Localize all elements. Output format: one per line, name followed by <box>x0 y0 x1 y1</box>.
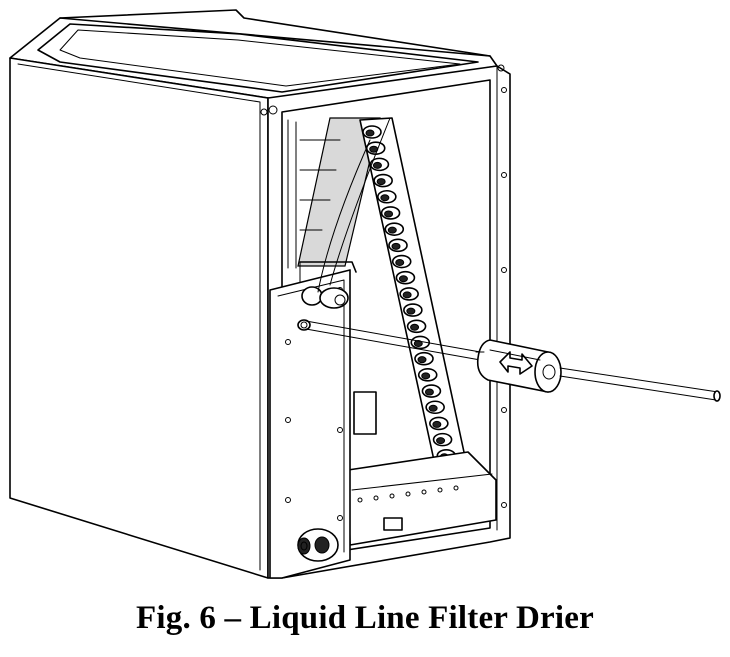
coil-hairpin-end <box>410 323 420 331</box>
access-panel <box>269 269 377 579</box>
coil-hairpin-end <box>424 388 434 396</box>
coil-hairpin-end <box>376 178 386 186</box>
coil-hairpin-end <box>380 194 390 202</box>
coil-hairpin-end <box>384 210 394 218</box>
drain-pan-hole <box>389 493 395 499</box>
coil-hairpin-end <box>391 242 401 250</box>
cabinet-top-frame <box>9 9 498 103</box>
drain-pan-hole <box>421 489 427 495</box>
coil-hairpin-end <box>436 437 446 445</box>
filter-drier <box>475 339 721 402</box>
coil-cabinet-illustration <box>9 9 721 579</box>
coil-hairpin-end <box>365 129 375 137</box>
drain-pan-hole <box>453 485 459 491</box>
cabinet-left-panel <box>9 57 269 579</box>
coil-hairpin-end <box>402 291 412 299</box>
panel-screws <box>285 287 343 521</box>
coil-hairpin-end <box>372 161 382 169</box>
drain-pan <box>347 451 497 546</box>
coil-hairpin-end <box>387 226 397 234</box>
coil-hairpin-end <box>398 275 408 283</box>
coil-hairpin-end <box>421 372 431 380</box>
a-coil-hairpins <box>359 117 471 489</box>
refrigerant-tubes <box>299 117 391 293</box>
figure-caption: Fig. 6 – Liquid Line Filter Drier <box>136 600 594 636</box>
drain-pan-hole <box>405 491 411 497</box>
coil-hairpin-end <box>428 404 438 412</box>
coil-hairpin-end <box>395 259 405 267</box>
drain-pan-hole <box>373 495 379 501</box>
drain-pan-hole <box>357 497 363 503</box>
a-coil-slab <box>287 117 381 269</box>
coil-hairpin-end <box>432 420 442 428</box>
coil-hairpin-end <box>406 307 416 315</box>
drain-pan-hole <box>437 487 443 493</box>
liquid-line <box>305 320 487 362</box>
coil-hairpin-end <box>417 356 427 364</box>
